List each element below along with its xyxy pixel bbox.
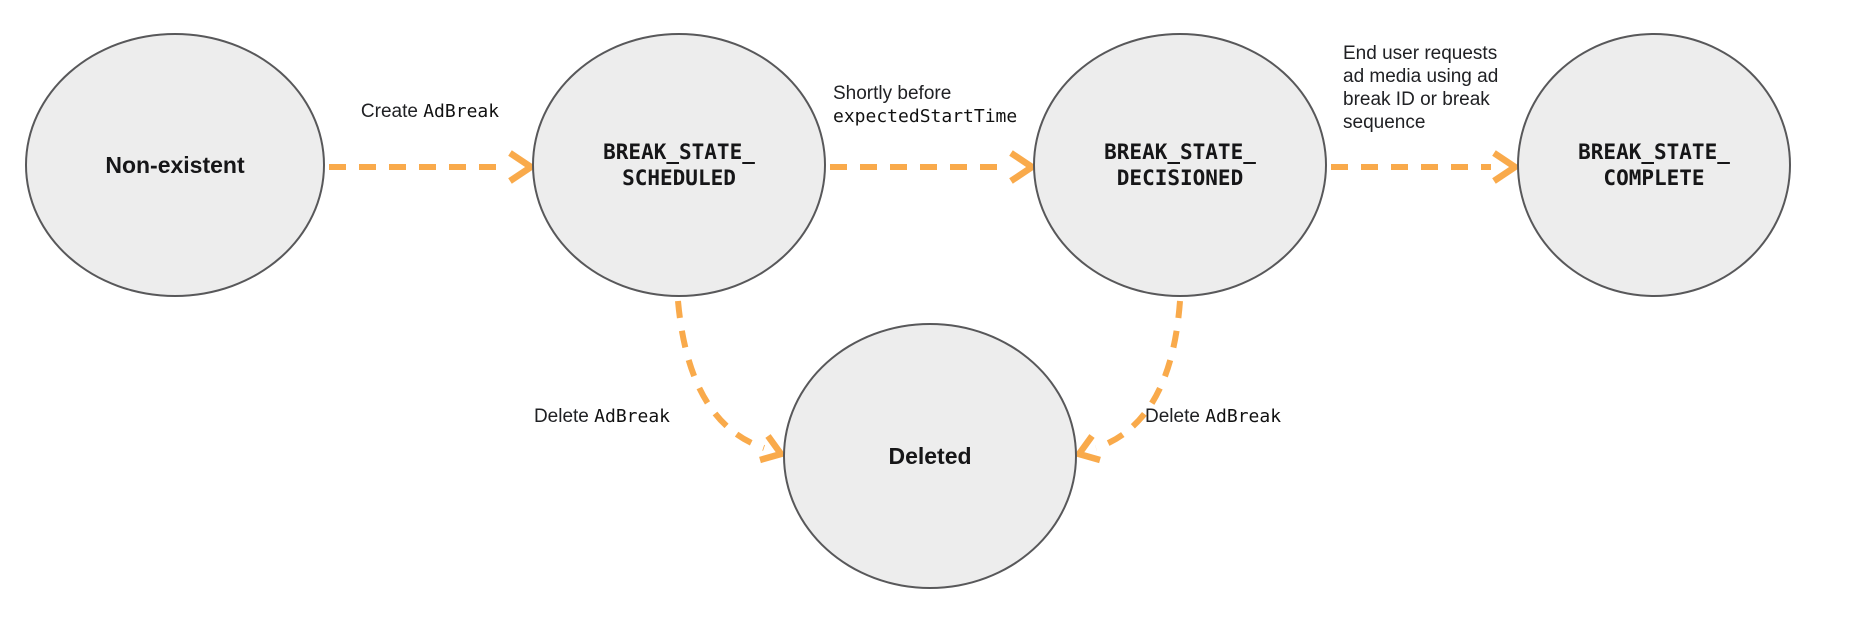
transition-label-end-user-requests: End user requests ad media using ad brea…	[1343, 42, 1538, 134]
transition-label-code: AdBreak	[423, 101, 500, 122]
transition-label-delete-adbreak-right: Delete AdBreak	[1145, 404, 1365, 430]
transition-label-code: AdBreak	[1205, 406, 1282, 427]
state-node-break-state-decisioned: BREAK_STATE_ DECISIONED	[1033, 33, 1327, 297]
transition-label-delete-adbreak-left: Delete AdBreak	[458, 404, 670, 430]
state-label-break-state-complete: BREAK_STATE_ COMPLETE	[1578, 140, 1730, 190]
transition-label-code: AdBreak	[594, 406, 670, 427]
transition-label-code: expectedStartTime	[833, 106, 1018, 127]
arrowhead-right-icon	[1492, 150, 1521, 184]
arrowhead-down-right-icon	[759, 434, 787, 464]
transition-label-text: Create	[360, 101, 424, 122]
state-node-break-state-complete: BREAK_STATE_ COMPLETE	[1517, 33, 1791, 297]
transition-label-text: Shortly before	[833, 83, 952, 104]
state-label-break-state-decisioned: BREAK_STATE_ DECISIONED	[1104, 140, 1256, 190]
transition-label-text: Delete	[1145, 406, 1206, 427]
state-label-break-state-scheduled: BREAK_STATE_ SCHEDULED	[603, 140, 755, 190]
transition-label-text: End user requests ad media using ad brea…	[1343, 43, 1499, 133]
state-node-deleted: Deleted	[783, 323, 1077, 589]
state-node-break-state-scheduled: BREAK_STATE_ SCHEDULED	[532, 33, 826, 297]
transition-label-create-adbreak: Create AdBreak	[327, 100, 533, 123]
state-node-non-existent: Non-existent	[25, 33, 325, 297]
arrowhead-down-left-icon	[1073, 434, 1101, 464]
state-label-deleted: Deleted	[888, 442, 972, 469]
state-label-non-existent: Non-existent	[105, 151, 245, 178]
transition-label-text: Delete	[533, 406, 595, 427]
arrowhead-right-icon	[508, 150, 537, 184]
arrowhead-right-icon	[1009, 150, 1038, 184]
arrow-delete-adbreak-left	[675, 300, 765, 451]
